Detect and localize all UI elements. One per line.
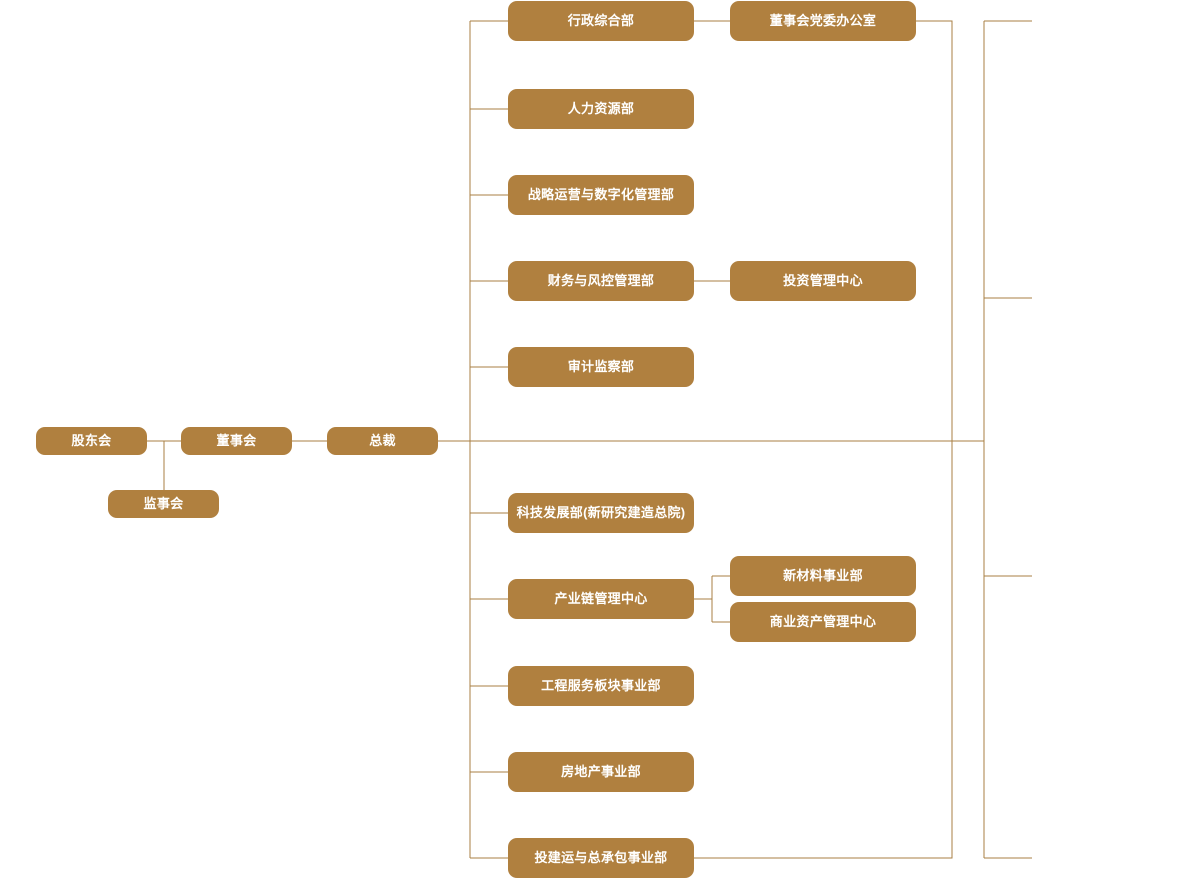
org-node-label: 总裁 [369, 432, 396, 448]
org-node-label: 房地产事业部 [561, 763, 641, 779]
org-node-label: 董事会 [216, 432, 257, 448]
org-node-label: 投建运与总承包事业部 [534, 849, 668, 865]
org-node-label: 产业链管理中心 [554, 590, 648, 606]
org-node-board[interactable]: 董事会 [181, 427, 292, 455]
org-node-label: 董事会党委办公室 [769, 12, 877, 28]
org-node-board-party-office[interactable]: 董事会党委办公室 [730, 1, 916, 41]
org-node-label: 战略运营与数字化管理部 [527, 186, 675, 202]
org-node-finance-risk[interactable]: 财务与风控管理部 [508, 261, 694, 301]
org-node-label: 投资管理中心 [783, 272, 863, 288]
org-node-shareholders[interactable]: 股东会 [36, 427, 147, 455]
branch-right-spine [694, 20, 953, 859]
org-node-label: 股东会 [71, 432, 112, 448]
org-node-hr[interactable]: 人力资源部 [508, 89, 694, 129]
org-node-label: 审计监察部 [567, 358, 635, 374]
org-node-label: 新材料事业部 [783, 567, 863, 583]
org-node-admin[interactable]: 行政综合部 [508, 1, 694, 41]
org-node-label: 监事会 [143, 495, 184, 511]
org-node-label: 商业资产管理中心 [769, 613, 877, 629]
org-node-invest-build-epc[interactable]: 投建运与总承包事业部 [508, 838, 694, 878]
org-node-president[interactable]: 总裁 [327, 427, 438, 455]
org-node-investment-center[interactable]: 投资管理中心 [730, 261, 916, 301]
org-node-new-materials[interactable]: 新材料事业部 [730, 556, 916, 596]
org-node-strategy-digital[interactable]: 战略运营与数字化管理部 [508, 175, 694, 215]
org-node-engineering-services[interactable]: 工程服务板块事业部 [508, 666, 694, 706]
org-node-audit[interactable]: 审计监察部 [508, 347, 694, 387]
org-node-label: 人力资源部 [567, 100, 635, 116]
org-node-supervisors[interactable]: 监事会 [108, 490, 219, 518]
org-node-label: 财务与风控管理部 [547, 272, 655, 288]
org-node-label: 工程服务板块事业部 [541, 677, 661, 693]
org-node-industry-chain[interactable]: 产业链管理中心 [508, 579, 694, 619]
org-node-tech-dev[interactable]: 科技发展部(新研究建造总院) [508, 493, 694, 533]
org-node-commercial-assets[interactable]: 商业资产管理中心 [730, 602, 916, 642]
org-node-real-estate[interactable]: 房地产事业部 [508, 752, 694, 792]
org-node-label: 行政综合部 [567, 12, 635, 28]
org-node-label: 科技发展部(新研究建造总院) [516, 504, 686, 520]
